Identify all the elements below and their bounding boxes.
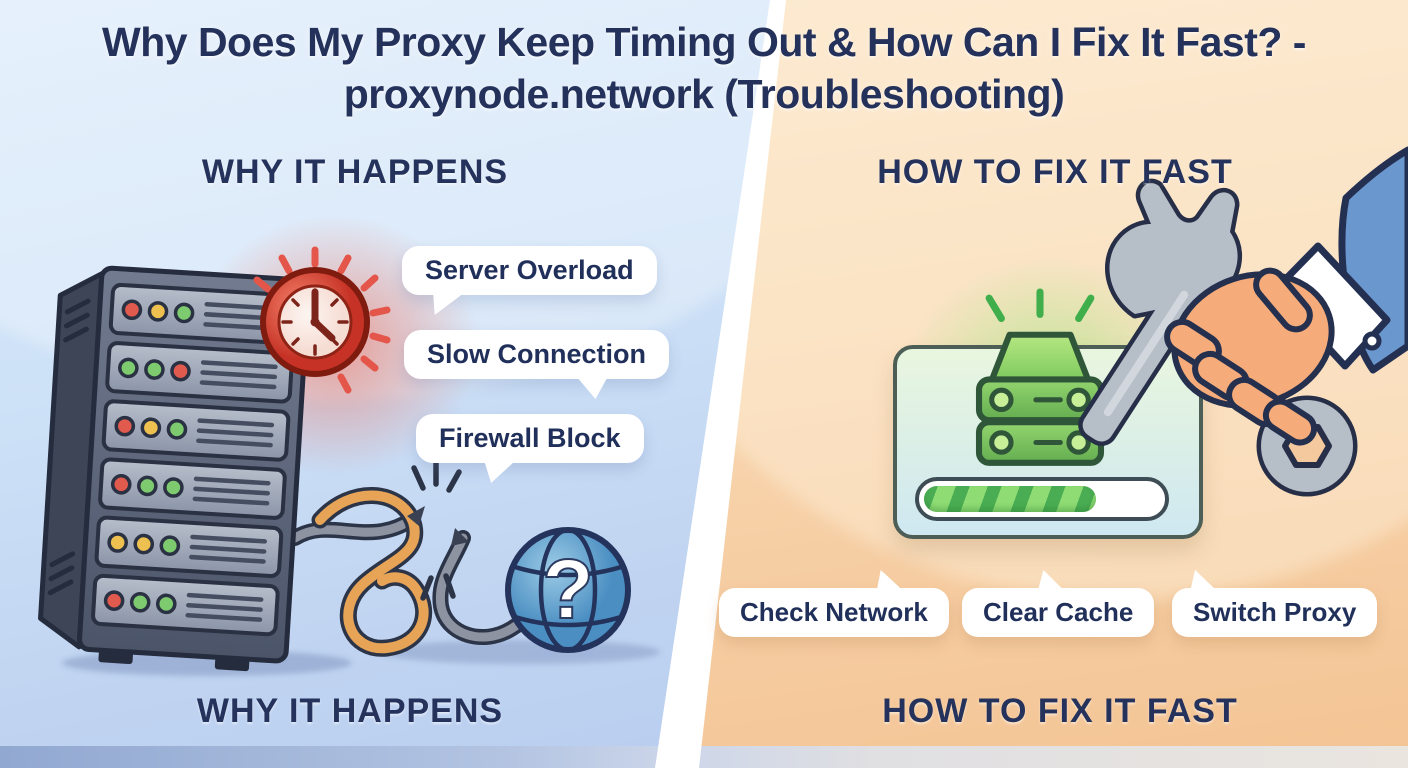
fix-pill-clear-cache: Clear Cache (962, 570, 1155, 637)
left-footer-heading: WHY IT HAPPENS (196, 692, 504, 730)
fix-label: Switch Proxy (1193, 597, 1357, 627)
footer-strip (0, 746, 1408, 768)
cause-bubble-firewall-block: Firewall Block (416, 414, 644, 483)
fix-label: Check Network (740, 597, 928, 627)
cause-bubble-server-overload: Server Overload (402, 246, 657, 315)
alarm-clock-icon (253, 246, 391, 394)
progress-bar (915, 477, 1169, 521)
fix-pill-check-network: Check Network (719, 570, 949, 637)
cause-label: Slow Connection (427, 339, 646, 369)
healthy-server-icon (975, 288, 1105, 466)
server-rack-icon (38, 265, 311, 672)
right-heading: HOW TO FIX IT FAST (877, 153, 1233, 191)
bubble-tail (578, 379, 612, 399)
svg-text:?: ? (542, 542, 593, 636)
left-heading: WHY IT HAPPENS (201, 153, 509, 191)
progress-fill (924, 486, 1097, 512)
right-footer-heading: HOW TO FIX IT FAST (882, 692, 1238, 730)
page-title: Why Does My Proxy Keep Timing Out & How … (102, 19, 1306, 118)
bubble-tail (479, 463, 513, 483)
cause-label: Server Overload (425, 255, 634, 285)
cause-label: Firewall Block (439, 423, 621, 453)
globe-question-icon: ? (505, 527, 631, 653)
cable-shadow (380, 640, 660, 664)
fix-pill-switch-proxy: Switch Proxy (1172, 570, 1378, 637)
cause-bubble-slow-connection: Slow Connection (404, 330, 669, 399)
pill-tail (1033, 570, 1062, 588)
fix-label: Clear Cache (983, 597, 1134, 627)
wrench-hand-icon (1078, 146, 1408, 497)
